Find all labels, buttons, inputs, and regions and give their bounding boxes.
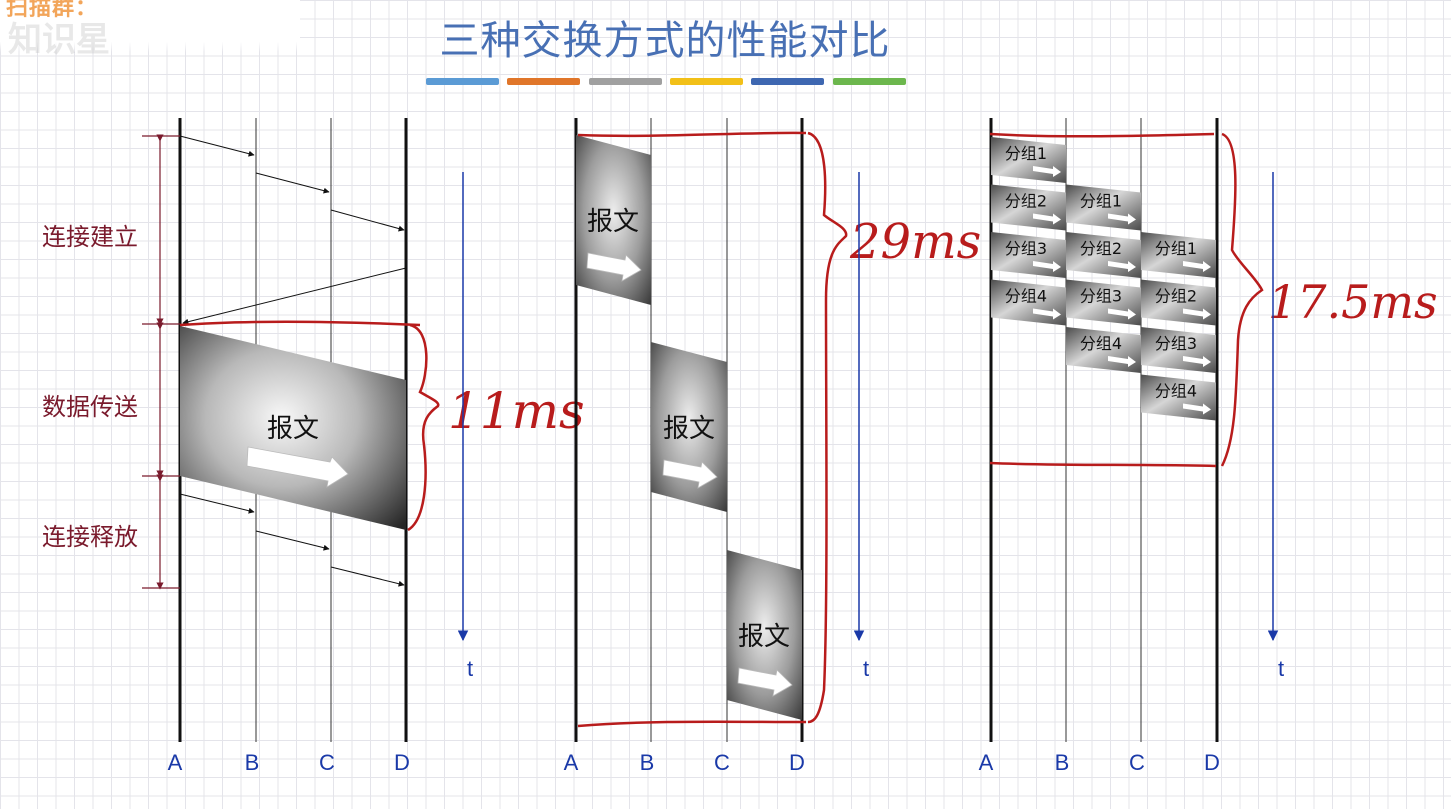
packet-label: 分组4 [1080, 334, 1122, 353]
circuit-time-annotation: 11ms [448, 382, 585, 440]
watermark: 扫描群： 知识星 [0, 0, 300, 60]
packet-label: 分组2 [1080, 239, 1122, 258]
packet-arrow [1183, 261, 1211, 272]
message-node-label-a: A [564, 750, 579, 775]
packet-red-top-line [989, 132, 1215, 138]
packet-node-label-d: D [1204, 750, 1220, 775]
packet-label: 分组4 [1155, 382, 1197, 401]
packet-block: 分组2 [1066, 232, 1141, 278]
color-bar-4 [670, 78, 743, 85]
packet-label: 分组3 [1080, 287, 1122, 306]
packet-node-label-b: B [1055, 750, 1070, 775]
packet-block: 分组3 [1066, 279, 1141, 326]
packet-red-brace [1220, 132, 1264, 467]
message-time-label: t [863, 656, 869, 681]
circuit-white-arrow [246, 446, 349, 488]
packet-label: 分组2 [1155, 287, 1197, 306]
packet-label: 分组3 [1155, 334, 1197, 353]
setup-arrow-2 [255, 172, 330, 194]
packet-label: 分组3 [1005, 239, 1047, 258]
circuit-red-top-line [179, 320, 421, 327]
circuit-switching-panel: 报文 连接建立 数据传送 连接释放 11ms t A B C D [42, 118, 585, 775]
circuit-node-label-a: A [168, 750, 183, 775]
packet-block: 分组3 [991, 232, 1066, 278]
message-switching-panel: 报文 报文 报文 29ms t A B C D [564, 118, 981, 775]
packet-arrow [1108, 356, 1136, 367]
watermark-line-2: 知识星 [8, 20, 110, 60]
packet-arrow [1033, 261, 1061, 272]
packet-switching-panel: 分组1 分组1 分组1 分组2 分组2 分组2 分组3 分组3 分组3 分组4 分组4 分组4 17.… [979, 118, 1438, 775]
packet-block: 分组4 [991, 279, 1066, 326]
packet-time-label: t [1278, 656, 1284, 681]
packet-block: 分组2 [1141, 279, 1216, 326]
circuit-message-label: 报文 [267, 414, 319, 444]
packet-arrow [1183, 356, 1211, 367]
watermark-line-1: 扫描群： [6, 0, 99, 21]
packet-label: 分组2 [1005, 192, 1047, 211]
message-arrow-2 [662, 459, 718, 489]
packet-label: 分组1 [1080, 192, 1122, 211]
message-arrow-1 [586, 252, 642, 282]
message-node-label-c: C [714, 750, 730, 775]
packet-arrow [1033, 308, 1061, 320]
setup-ack-arrow [182, 267, 407, 325]
release-arrow-2 [255, 530, 330, 551]
packet-arrow [1108, 261, 1136, 272]
packet-arrow [1033, 166, 1061, 177]
packet-arrow [1183, 403, 1211, 415]
circuit-data-block [180, 326, 406, 530]
color-bar-1 [426, 78, 499, 85]
packet-arrow [1033, 213, 1061, 225]
circuit-node-label-d: D [394, 750, 410, 775]
packet-blocks: 分组1 分组1 分组1 分组2 分组2 分组2 分组3 分组3 分组3 分组4 分组4 分组4 [991, 137, 1216, 421]
packet-arrow [1108, 308, 1136, 320]
phase-label-release: 连接释放 [42, 523, 138, 551]
message-label-3: 报文 [738, 622, 790, 652]
circuit-time-label: t [467, 656, 473, 681]
phase-brackets [142, 134, 180, 590]
color-bar-6 [833, 78, 906, 85]
message-red-brace [807, 131, 848, 724]
packet-block: 分组2 [991, 184, 1066, 231]
packet-label: 分组1 [1005, 144, 1047, 163]
message-red-top-line [577, 131, 807, 138]
setup-arrow-1 [179, 135, 255, 157]
release-arrow-3 [330, 566, 405, 587]
packet-red-bottom-line [989, 461, 1217, 468]
message-node-label-b: B [640, 750, 655, 775]
release-arrow-1 [179, 493, 255, 514]
circuit-red-brace [407, 323, 440, 532]
packet-block: 分组4 [1066, 327, 1141, 373]
message-label-1: 报文 [587, 207, 639, 237]
packet-arrow [1183, 308, 1211, 320]
page-title: 三种交换方式的性能对比 [439, 18, 891, 64]
packet-node-label-a: A [979, 750, 994, 775]
packet-node-label-c: C [1129, 750, 1145, 775]
message-label-2: 报文 [663, 414, 715, 444]
message-arrow-3 [737, 667, 793, 697]
setup-arrow-3 [330, 209, 405, 232]
packet-label: 分组1 [1155, 239, 1197, 258]
packet-label: 分组4 [1005, 287, 1047, 306]
circuit-node-label-c: C [319, 750, 335, 775]
color-bar-5 [751, 78, 824, 85]
packet-block: 分组3 [1141, 327, 1216, 373]
packet-block: 分组1 [1141, 232, 1216, 278]
color-bar-3 [589, 78, 662, 85]
packet-arrow [1108, 213, 1136, 225]
phase-label-setup: 连接建立 [42, 223, 138, 251]
packet-block: 分组1 [1066, 184, 1141, 231]
message-node-label-d: D [789, 750, 805, 775]
packet-block: 分组1 [991, 137, 1066, 183]
phase-label-transfer: 数据传送 [42, 393, 138, 421]
message-red-bottom-line [577, 720, 807, 728]
packet-time-annotation: 17.5ms [1268, 275, 1438, 329]
circuit-node-label-b: B [245, 750, 260, 775]
color-bar-2 [507, 78, 580, 85]
message-time-annotation: 29ms [849, 214, 981, 270]
packet-block: 分组4 [1141, 374, 1216, 421]
